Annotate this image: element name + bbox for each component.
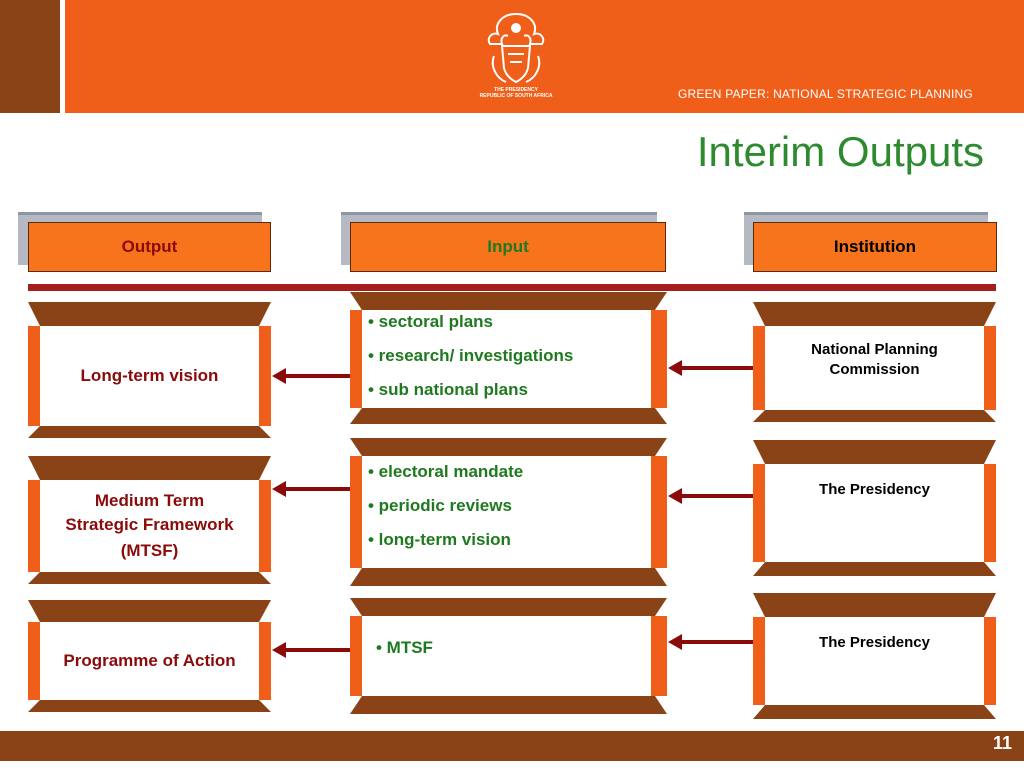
slide-title: Interim Outputs (696, 128, 984, 175)
output-label-2: Medium Term Strategic Framework (MTSF) (65, 489, 233, 563)
input-box-3: • MTSF (350, 598, 667, 714)
arrow-institution-to-input-3 (668, 634, 753, 650)
arrow-input-to-output-2 (272, 481, 350, 497)
header-gap (60, 0, 65, 113)
header-divider (28, 284, 996, 291)
input-header: Input (350, 222, 666, 272)
header-left-band (0, 0, 60, 113)
institution-label-3: The Presidency (819, 634, 930, 651)
output-label-2-line: Strategic Framework (65, 515, 234, 534)
footer-band (0, 731, 1024, 761)
input-item: • long-term vision (368, 530, 511, 549)
input-item: • sub national plans (368, 380, 528, 399)
logo-caption-line1: THE PRESIDENCY (494, 87, 538, 93)
output-label-2-line: (MTSF) (120, 541, 179, 560)
output-box-3: Programme of Action (28, 600, 271, 712)
arrow-institution-to-input-2 (668, 488, 753, 504)
paper-title: GREEN PAPER: NATIONAL STRATEGIC PLANNING (678, 87, 973, 101)
input-box-2: • electoral mandate • periodic reviews •… (350, 438, 667, 586)
input-item: • sectoral plans (368, 312, 494, 331)
institution-box-1: National Planning Commission (753, 302, 996, 422)
arrow-input-to-output-1 (272, 368, 350, 384)
input-item: • MTSF (376, 638, 433, 657)
output-header: Output (28, 222, 271, 272)
arrow-input-to-output-3 (272, 642, 350, 658)
institution-box-2: The Presidency (753, 440, 996, 576)
coat-of-arms-icon (472, 8, 560, 104)
institution-label-2: The Presidency (819, 481, 930, 498)
institution-box-3: The Presidency (753, 593, 996, 719)
input-item: • research/ investigations (368, 346, 574, 365)
arrow-institution-to-input-1 (668, 360, 753, 376)
input-box-1: • sectoral plans • research/ investigati… (350, 292, 667, 424)
logo-caption: THE PRESIDENCY REPUBLIC OF SOUTH AFRICA (462, 87, 570, 99)
institution-label-1: National Planning Commission (811, 341, 938, 378)
page-number: 11 (992, 733, 1012, 753)
logo-caption-line2: REPUBLIC OF SOUTH AFRICA (479, 93, 553, 99)
output-box-2: Medium Term Strategic Framework (MTSF) (28, 456, 271, 584)
output-box-1: Long-term vision (28, 302, 271, 438)
output-label-2-line: Medium Term (94, 491, 205, 510)
header-band (65, 0, 1024, 113)
input-item: • electoral mandate (368, 462, 524, 481)
output-label-1: Long-term vision (80, 366, 219, 385)
output-label-3: Programme of Action (63, 651, 236, 670)
institution-header: Institution (753, 222, 997, 272)
input-item: • periodic reviews (368, 496, 512, 515)
